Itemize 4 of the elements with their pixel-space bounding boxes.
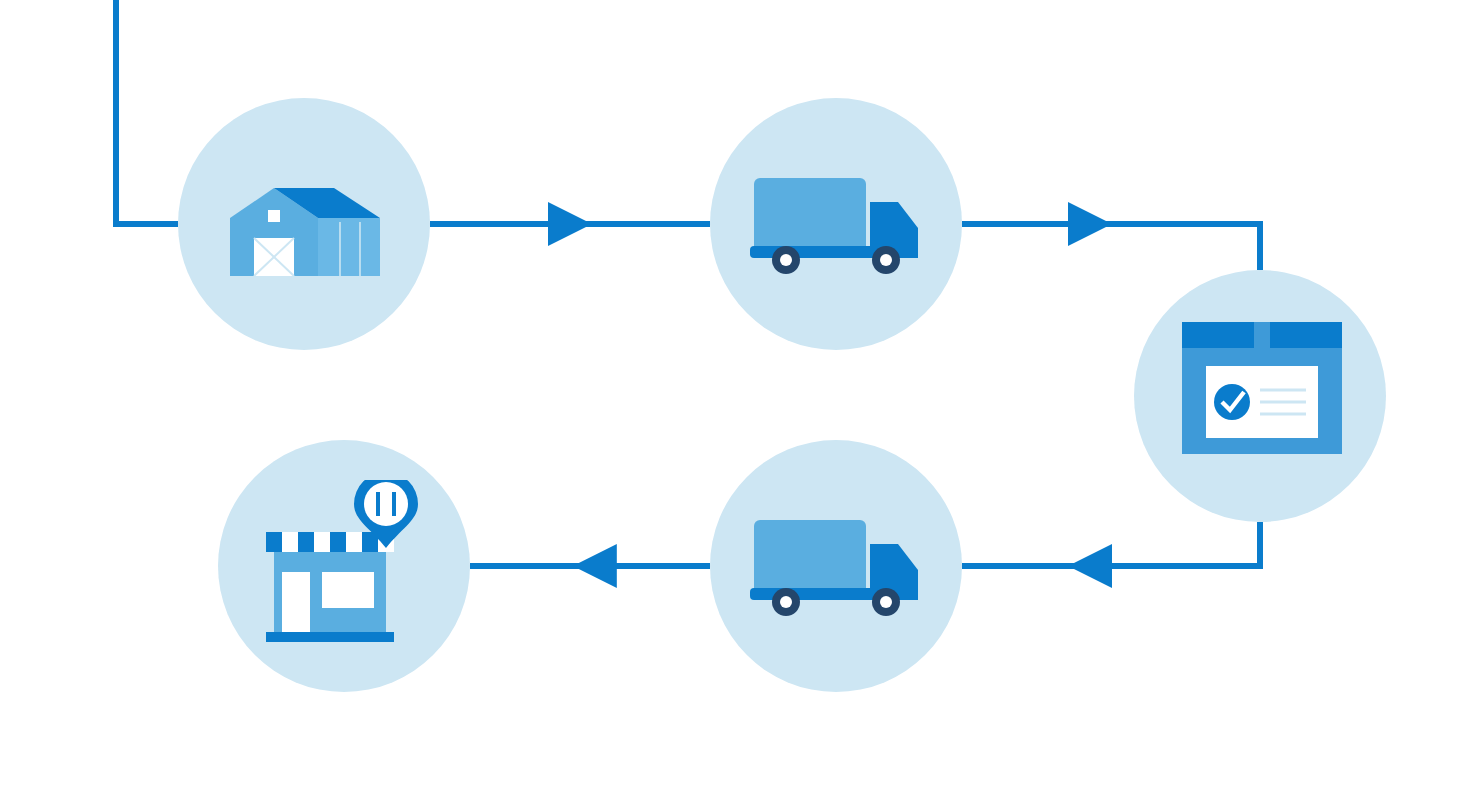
arrow <box>962 522 1263 588</box>
arrow <box>430 202 710 246</box>
arrow <box>962 202 1263 270</box>
arrow <box>470 544 710 588</box>
